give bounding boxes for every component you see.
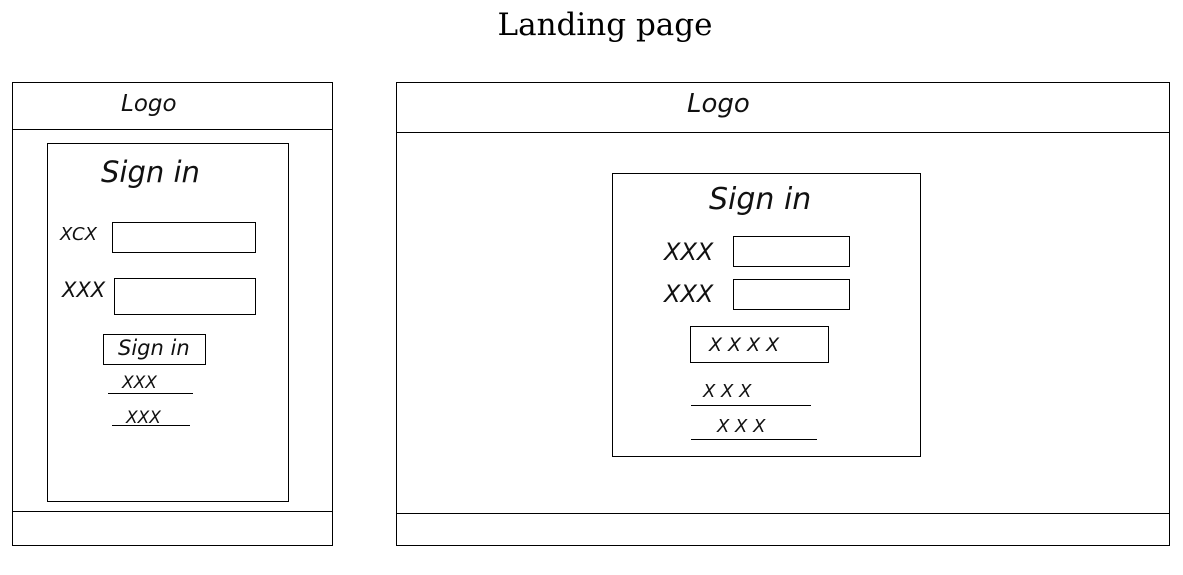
mobile-field2-input[interactable]: [114, 278, 256, 315]
mobile-footer-divider: [13, 511, 332, 512]
desktop-field2-input[interactable]: [733, 279, 850, 310]
desktop-footer-divider: [397, 513, 1169, 514]
mobile-field1-input[interactable]: [112, 222, 256, 253]
mobile-field2-label: XXX: [62, 278, 106, 302]
mobile-header-divider: [13, 129, 332, 130]
mobile-link-2-underline: [112, 425, 190, 426]
desktop-link-2-underline: [691, 439, 817, 440]
mobile-logo: Logo: [121, 91, 177, 117]
mobile-link-1-underline: [108, 393, 193, 394]
desktop-field1-input[interactable]: [733, 236, 850, 267]
mobile-link-2[interactable]: XXX: [126, 408, 161, 428]
desktop-card-title: Sign in: [709, 182, 812, 217]
mobile-signin-card: Sign in XCX XXX Sign in XXX XXX: [47, 143, 289, 502]
mobile-signin-button-label: Sign in: [118, 336, 190, 360]
desktop-logo: Logo: [687, 89, 750, 119]
mobile-wireframe: Logo Sign in XCX XXX Sign in XXX XXX: [12, 82, 333, 546]
page-title: Landing page: [497, 7, 713, 43]
mobile-link-1[interactable]: XXX: [122, 373, 157, 393]
desktop-link-1[interactable]: X X X: [703, 381, 752, 402]
desktop-link-1-underline: [691, 405, 811, 406]
desktop-link-2[interactable]: X X X: [717, 416, 766, 437]
desktop-primary-button-label: X X X X: [709, 334, 780, 356]
mobile-card-title: Sign in: [101, 155, 200, 189]
mobile-signin-button[interactable]: Sign in: [103, 334, 206, 365]
desktop-signin-card: Sign in XXX XXX X X X X X X X X X X: [612, 173, 921, 457]
desktop-primary-button[interactable]: X X X X: [690, 326, 829, 363]
desktop-field1-label: XXX: [664, 238, 714, 266]
desktop-field2-label: XXX: [664, 280, 714, 308]
mobile-field1-label: XCX: [60, 224, 97, 245]
desktop-wireframe: Logo Sign in XXX XXX X X X X X X X X X X: [396, 82, 1170, 546]
desktop-header-divider: [397, 132, 1169, 133]
